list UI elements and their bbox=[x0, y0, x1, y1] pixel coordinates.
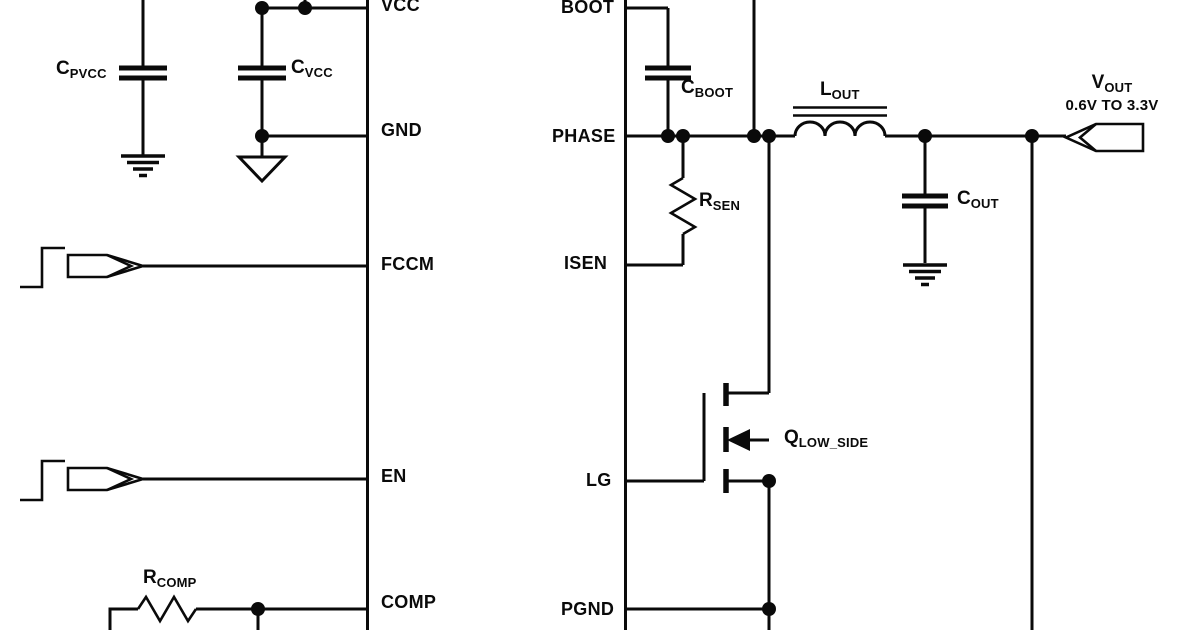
q-low-side-mosfet-symbol bbox=[625, 136, 776, 609]
triangle-ground-icon bbox=[235, 155, 289, 184]
earth-ground-icon bbox=[903, 263, 947, 287]
r-sen-resistor-symbol bbox=[668, 136, 698, 265]
vout-name: VOUT bbox=[1091, 72, 1133, 95]
pin-label-gnd: GND bbox=[381, 120, 422, 140]
c-boot-label: CBOOT bbox=[681, 77, 734, 100]
pin-label-fccm: FCCM bbox=[381, 254, 435, 274]
ic-outline bbox=[366, 0, 627, 630]
pin-label-comp: COMP bbox=[381, 592, 437, 612]
vout-range: 0.6V TO 3.3V bbox=[1065, 97, 1159, 114]
c-out-label: COUT bbox=[957, 188, 999, 211]
vout-output-flag bbox=[1030, 122, 1145, 630]
c-boot-capacitor-symbol bbox=[645, 8, 691, 136]
en-input-flag bbox=[66, 466, 148, 492]
pin-label-vcc: VCC bbox=[381, 0, 420, 15]
l-out-label: LOUT bbox=[820, 79, 860, 102]
c-vcc-capacitor-symbol bbox=[238, 8, 286, 136]
earth-ground-icon bbox=[121, 154, 165, 178]
en-step-input-icon bbox=[20, 459, 65, 502]
r-sen-label: RSEN bbox=[699, 190, 741, 213]
c-out-capacitor-symbol bbox=[902, 136, 948, 263]
c-vcc-label: CVCC bbox=[291, 57, 333, 80]
gnd-rail bbox=[255, 129, 367, 157]
l-out-inductor-symbol bbox=[793, 106, 887, 137]
vcc-rail bbox=[255, 0, 367, 15]
pin-label-pgnd: PGND bbox=[561, 599, 615, 619]
phase-rail bbox=[625, 0, 1066, 143]
c-pvcc-capacitor-symbol bbox=[119, 0, 167, 155]
c-pvcc-label: CPVCC bbox=[56, 58, 107, 81]
pin-label-lg: LG bbox=[586, 470, 612, 490]
r-comp-resistor-symbol bbox=[136, 594, 198, 624]
pin-label-boot: BOOT bbox=[561, 0, 615, 17]
body-diode-arrow-icon bbox=[727, 429, 750, 451]
q-low-side-label: QLOW_SIDE bbox=[784, 427, 869, 450]
comp-rail bbox=[108, 602, 367, 630]
vout-label: VOUT 0.6V TO 3.3V bbox=[1029, 72, 1195, 113]
fccm-step-input-icon bbox=[20, 246, 65, 289]
pin-label-isen: ISEN bbox=[564, 253, 608, 273]
pgnd-rail bbox=[625, 602, 776, 630]
pin-label-en: EN bbox=[381, 466, 407, 486]
r-comp-label: RCOMP bbox=[143, 567, 197, 590]
fccm-input-flag bbox=[66, 253, 148, 279]
pin-label-phase: PHASE bbox=[552, 126, 616, 146]
